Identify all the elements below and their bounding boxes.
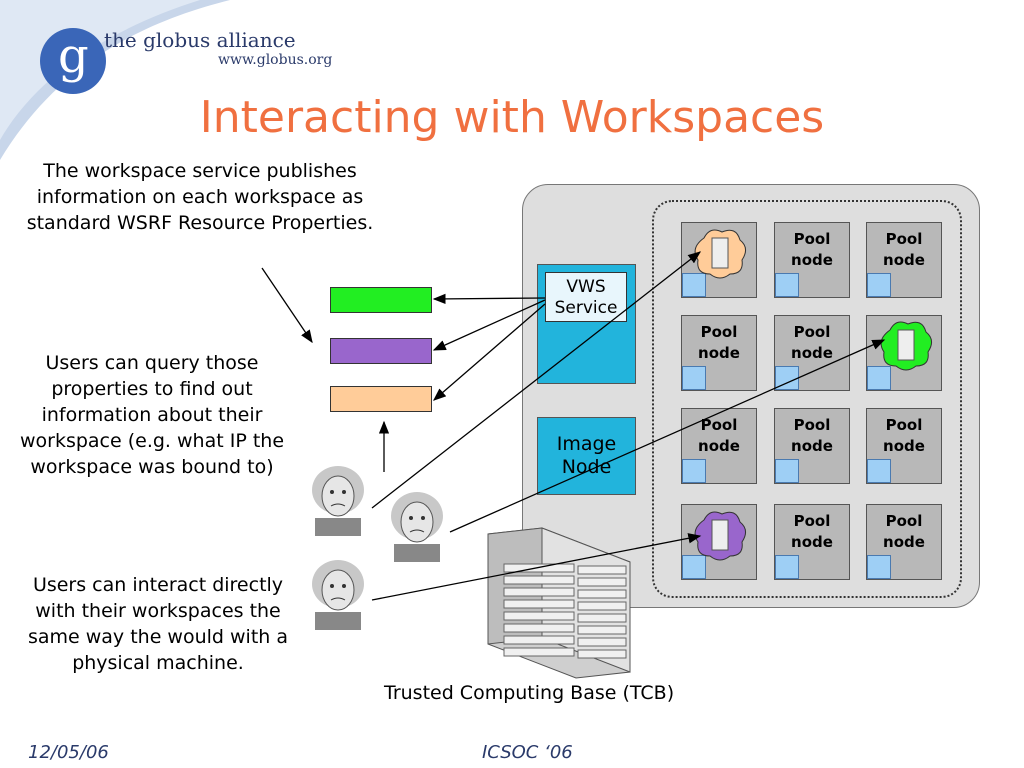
pool-slot	[682, 366, 706, 390]
pool-label: node	[883, 437, 925, 455]
pool-slot	[775, 555, 799, 579]
tcb-label: Trusted Computing Base (TCB)	[384, 682, 675, 704]
property-bar-purple	[330, 338, 432, 364]
arrow-text-to-props	[261, 267, 313, 344]
arrow-vws-to-peach	[433, 303, 546, 401]
user-avatar-icon	[312, 466, 364, 536]
pool-node: Pool node	[866, 504, 942, 580]
arrow-vws-to-green	[432, 293, 546, 305]
pool-label: node	[883, 533, 925, 551]
vws-line2: Service	[554, 298, 618, 318]
pool-label: node	[791, 533, 833, 551]
pool-label: Pool	[885, 416, 923, 434]
arrow-user2-to-green	[449, 339, 886, 533]
footer-venue: ICSOC ‘06	[482, 742, 573, 763]
arrow-vws-to-purple	[432, 299, 546, 351]
pool-slot	[682, 459, 706, 483]
pool-slot	[682, 273, 706, 297]
property-bar-peach	[330, 386, 432, 412]
pool-node: Pool node	[774, 222, 850, 298]
property-bar-green	[330, 287, 432, 313]
arrow-user1-to-orange	[371, 251, 702, 509]
footer-date: 12/05/06	[28, 742, 109, 763]
pool-label: Pool	[885, 512, 923, 530]
workspace-cloud-purple-icon	[694, 511, 746, 561]
pool-label: node	[698, 437, 740, 455]
logo-circle	[40, 28, 106, 94]
pool-node: Pool node	[866, 408, 942, 484]
pool-label: node	[883, 251, 925, 269]
workspace-cloud-green-icon	[880, 321, 932, 371]
text-query: Users can query those properties to find…	[19, 352, 285, 478]
pool-label: Pool	[793, 512, 831, 530]
pool-label: node	[791, 251, 833, 269]
pool-node: Pool node	[681, 408, 757, 484]
pool-label: Pool	[885, 230, 923, 248]
image-node-line1: Image	[556, 433, 617, 455]
user-avatar-icon	[312, 560, 364, 630]
logo-url: www.globus.org	[218, 52, 333, 68]
pool-slot	[775, 459, 799, 483]
image-node-line2: Node	[561, 456, 612, 478]
pool-label: Pool	[793, 416, 831, 434]
vws-service-label-box: VWS Service	[545, 272, 627, 322]
pool-slot	[867, 273, 891, 297]
arrow-user3-to-purple	[371, 533, 702, 601]
pool-slot	[775, 273, 799, 297]
pool-slot	[867, 555, 891, 579]
user-avatar-icon	[391, 492, 443, 562]
pool-slot	[867, 366, 891, 390]
pool-slot	[682, 555, 706, 579]
logo-name: the globus alliance	[104, 28, 296, 52]
pool-label: Pool	[700, 416, 738, 434]
pool-slot	[867, 459, 891, 483]
logo-letter: g	[58, 28, 89, 84]
pool-node: Pool node	[774, 315, 850, 391]
workspace-cloud-orange-icon	[694, 229, 746, 279]
pool-label: node	[791, 437, 833, 455]
pool-label: Pool	[793, 230, 831, 248]
pool-label: node	[698, 344, 740, 362]
pool-label: Pool	[700, 323, 738, 341]
slide-title: Interacting with Workspaces	[199, 92, 825, 143]
vws-line1: VWS	[566, 277, 606, 297]
text-publishes: The workspace service publishes informat…	[26, 160, 374, 234]
pool-node: Pool node	[866, 222, 942, 298]
image-node-box: Image Node	[537, 417, 636, 495]
pool-node: Pool node	[774, 504, 850, 580]
pool-label: Pool	[793, 323, 831, 341]
pool-node: Pool node	[681, 315, 757, 391]
pool-label: node	[791, 344, 833, 362]
text-interact: Users can interact directly with their w…	[27, 574, 289, 674]
pool-node: Pool node	[774, 408, 850, 484]
globus-logo: g the globus alliance www.globus.org	[40, 22, 340, 112]
pool-region	[652, 200, 962, 598]
